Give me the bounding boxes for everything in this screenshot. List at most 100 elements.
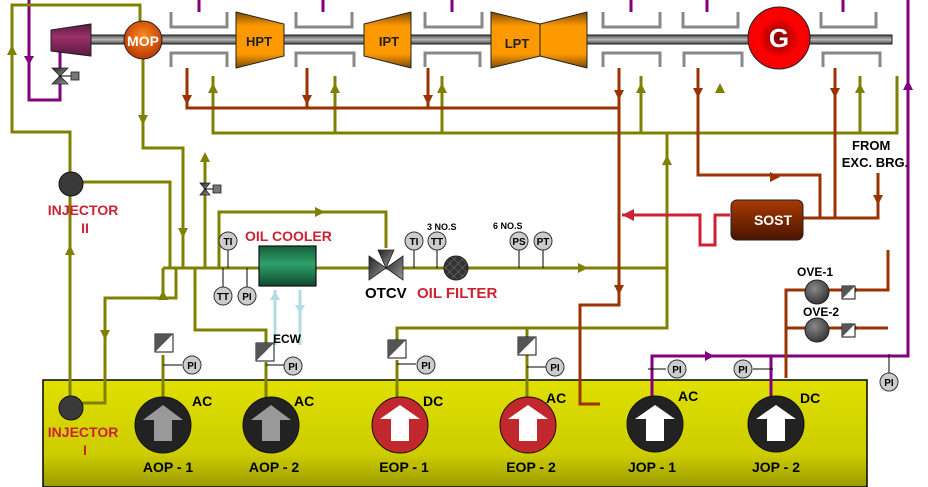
svg-text:TT: TT — [431, 237, 443, 248]
svg-text:PI: PI — [421, 361, 431, 372]
drive-valve-icon — [51, 67, 80, 85]
from-exc-brg-label: FROM EXC. BRG. — [842, 138, 908, 170]
ti-filter[interactable]: TI — [404, 231, 424, 251]
svg-text:TI: TI — [410, 237, 419, 248]
svg-text:EOP - 1: EOP - 1 — [379, 459, 429, 475]
arrow-icon — [295, 305, 305, 314]
eop2-check-valve-icon — [517, 336, 537, 356]
ps-count-label: 6 NO.S — [493, 221, 523, 231]
arrow-icon — [24, 56, 34, 65]
svg-text:DC: DC — [423, 393, 443, 409]
vent-valve-icon — [199, 182, 222, 196]
svg-text:AC: AC — [192, 393, 212, 409]
svg-text:AC: AC — [294, 393, 314, 409]
pump-jop-2[interactable]: DC JOP - 2 — [747, 390, 820, 475]
svg-text:AC: AC — [546, 390, 566, 406]
ove-2-label: OVE-2 — [803, 305, 839, 319]
instrument-stems — [163, 249, 890, 373]
svg-text:PT: PT — [537, 237, 550, 248]
svg-text:DC: DC — [800, 390, 820, 406]
svg-text:PI: PI — [672, 365, 682, 376]
arrow-icon — [903, 80, 913, 90]
pi-jop-header[interactable]: PI — [879, 372, 899, 392]
pt-header[interactable]: PT — [533, 231, 553, 251]
ps-header[interactable]: PS — [509, 231, 529, 251]
ove-1-check-valve-icon — [841, 285, 856, 300]
ipt-turbine[interactable] — [363, 11, 412, 69]
arrow-icon — [270, 291, 280, 300]
up-arrow-icon — [635, 405, 675, 441]
supply-flow-arrows — [7, 45, 865, 340]
svg-text:JOP - 2: JOP - 2 — [752, 459, 800, 475]
svg-text:EOP - 2: EOP - 2 — [506, 459, 556, 475]
pi-aop1[interactable]: PI — [182, 355, 202, 375]
up-arrow-icon — [143, 405, 183, 441]
arrow-icon — [622, 209, 634, 221]
oil-cooler-label: OIL COOLER — [245, 228, 332, 244]
ove-1[interactable] — [804, 279, 830, 305]
vapour-line — [622, 213, 730, 247]
sost[interactable] — [730, 199, 804, 241]
oil-cooler[interactable] — [258, 245, 317, 287]
aop2-check-valve-icon — [255, 342, 275, 362]
pi-jop1[interactable]: PI — [667, 359, 687, 379]
eop1-check-valve-icon — [387, 339, 407, 359]
ti-cooler[interactable]: TI — [218, 231, 238, 251]
up-arrow-icon — [380, 405, 420, 441]
up-arrow-icon — [251, 405, 291, 441]
svg-text:PI: PI — [884, 378, 894, 389]
pi-eop2[interactable]: PI — [545, 357, 565, 377]
generator[interactable] — [747, 6, 811, 70]
up-arrow-icon — [756, 405, 796, 441]
oil-filter-label: OIL FILTER — [417, 285, 497, 302]
svg-text:PI: PI — [550, 363, 560, 374]
pump-jop-1[interactable]: AC JOP - 1 — [626, 388, 698, 475]
sost-label: SOST — [754, 212, 793, 228]
injector-1-label: INJECTOR I — [48, 424, 122, 458]
pi-jop2[interactable]: PI — [733, 359, 753, 379]
jacking-oil-lines — [27, 0, 910, 405]
pump-eop-2[interactable]: AC EOP - 2 — [499, 390, 566, 475]
hpt-turbine[interactable] — [235, 11, 285, 69]
ove-2-check-valve-icon — [841, 323, 856, 338]
lpt-label: LPT — [505, 36, 530, 51]
ove-1-label: OVE-1 — [797, 265, 833, 279]
tt-cooler[interactable]: TT — [213, 286, 233, 306]
pi-cooler[interactable]: PI — [237, 286, 257, 306]
svg-text:PI: PI — [242, 292, 252, 303]
arrow-icon — [705, 351, 714, 361]
injector-2[interactable] — [58, 171, 84, 197]
mop-label: MOP — [127, 33, 159, 49]
up-arrow-icon — [508, 405, 548, 441]
svg-text:AOP - 2: AOP - 2 — [249, 459, 300, 475]
bearing-housings — [169, 12, 882, 67]
aop1-check-valve-icon — [154, 333, 174, 353]
svg-text:PI: PI — [187, 361, 197, 372]
otcv-valve[interactable] — [368, 249, 404, 281]
pump-aop-2[interactable]: AC AOP - 2 — [242, 393, 314, 475]
otcv-label: OTCV — [365, 285, 407, 302]
svg-text:TI: TI — [224, 237, 233, 248]
oil-filter[interactable] — [443, 255, 469, 281]
filter-count-label: 3 NO.S — [427, 222, 457, 232]
svg-text:PI: PI — [288, 362, 298, 373]
ipt-label: IPT — [379, 34, 399, 49]
pi-aop2[interactable]: PI — [283, 356, 303, 376]
pump-eop-1[interactable]: DC EOP - 1 — [371, 393, 443, 475]
svg-text:PI: PI — [738, 365, 748, 376]
ove-2[interactable] — [804, 317, 830, 343]
pump-aop-1[interactable]: AC AOP - 1 — [134, 393, 212, 475]
mop-pump[interactable] — [123, 20, 163, 60]
svg-text:PS: PS — [512, 237, 526, 248]
pi-eop1[interactable]: PI — [416, 355, 436, 375]
turbine-drive-icon — [50, 23, 92, 57]
svg-text:TT: TT — [217, 292, 229, 303]
svg-text:AC: AC — [678, 388, 698, 404]
svg-text:AOP - 1: AOP - 1 — [143, 459, 194, 475]
tt-filter[interactable]: TT — [427, 231, 447, 251]
injector-1[interactable] — [58, 395, 84, 421]
injector-2-label: INJECTOR II — [48, 202, 122, 236]
generator-label: G — [769, 23, 789, 53]
ecw-label: ECW — [273, 332, 302, 346]
